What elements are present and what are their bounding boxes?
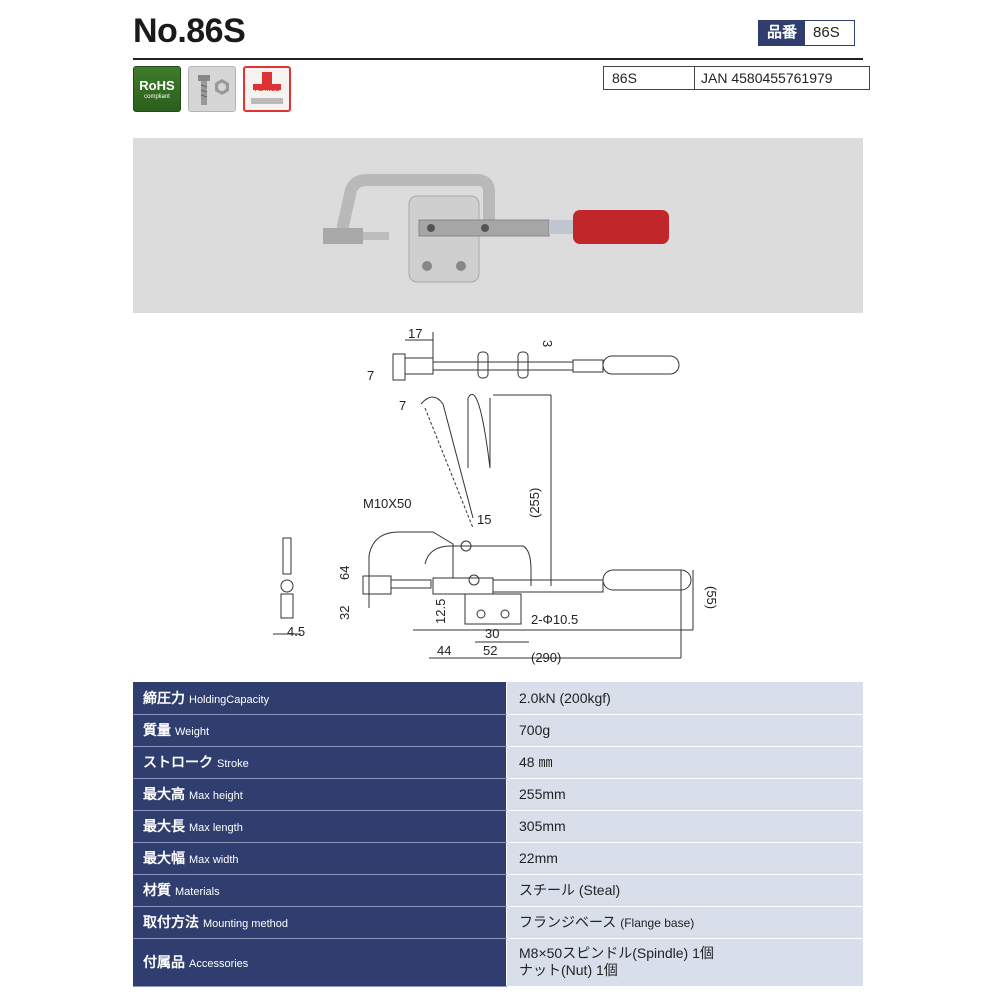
spec-value: 2.0kN (200kgf) bbox=[506, 682, 863, 715]
spec-row-holding-capacity: 締圧力 HoldingCapacity 2.0kN (200kgf) bbox=[133, 682, 863, 715]
spec-key-en: Max length bbox=[189, 822, 243, 834]
spec-key-ja: ストローク bbox=[143, 754, 213, 770]
dim-290: (290) bbox=[531, 650, 561, 665]
dim-64: 64 bbox=[337, 566, 352, 580]
spec-key-ja: 最大高 bbox=[143, 786, 185, 802]
spec-key-ja: 最大幅 bbox=[143, 850, 185, 866]
dim-7-top: 7 bbox=[367, 368, 374, 383]
spec-row-accessories: 付属品 Accessories M8×50スピンドル(Spindle) 1個ナット… bbox=[133, 938, 863, 987]
spec-key-en: Materials bbox=[175, 886, 220, 898]
spec-value-ja: フランジベース bbox=[519, 914, 617, 930]
dim-44: 44 bbox=[437, 643, 451, 658]
spec-value: M8×50スピンドル(Spindle) 1個ナット(Nut) 1個 bbox=[506, 938, 863, 987]
spec-key: 最大高 Max height bbox=[133, 778, 507, 811]
spec-key-ja: 締圧力 bbox=[143, 689, 185, 706]
spec-row-max-height: 最大高 Max height 255mm bbox=[133, 778, 863, 811]
jan-code-table: 86S JAN 4580455761979 bbox=[603, 66, 870, 90]
dim-255: (255) bbox=[527, 488, 542, 518]
dim-32: 32 bbox=[337, 606, 352, 620]
spec-key-en: Mounting method bbox=[203, 918, 288, 930]
spec-key-ja: 質量 bbox=[143, 722, 171, 738]
dim-30: 30 bbox=[485, 626, 499, 641]
part-number-label: 品番 bbox=[759, 21, 806, 45]
dim-17: 17 bbox=[408, 326, 422, 341]
flange-base-icon: FLANGE bbox=[243, 66, 291, 112]
technical-drawing: 17 3 7 7 (255) M10X50 15 64 32 4.5 12.5 … bbox=[133, 318, 863, 678]
spec-key: 最大幅 Max width bbox=[133, 842, 507, 875]
spec-value: 305mm bbox=[506, 810, 863, 843]
spec-key-ja: 材質 bbox=[143, 882, 171, 898]
clamp-photo-graphic bbox=[133, 138, 863, 313]
spec-value: フランジベース (Flange base) bbox=[506, 906, 863, 939]
flange-badge-text: FLANGE bbox=[254, 87, 280, 93]
dim-12-5: 12.5 bbox=[433, 599, 448, 624]
spec-value-en: (Flange base) bbox=[620, 916, 695, 930]
dim-m10x50: M10X50 bbox=[363, 496, 411, 511]
part-number-box: 品番 86S bbox=[758, 20, 855, 46]
rohs-badge-title: RoHS bbox=[139, 78, 175, 93]
spec-key-en: HoldingCapacity bbox=[189, 693, 270, 706]
spec-table: 締圧力 HoldingCapacity 2.0kN (200kgf) 質量 Weig… bbox=[133, 682, 863, 987]
spec-key-en: Accessories bbox=[189, 958, 249, 970]
spec-key: 最大長 Max length bbox=[133, 810, 507, 843]
spec-key-en: Stroke bbox=[217, 758, 249, 770]
spec-key: ストローク Stroke bbox=[133, 746, 507, 779]
dim-4-5: 4.5 bbox=[287, 624, 305, 639]
spec-key-ja: 最大長 bbox=[143, 818, 185, 834]
title-underline bbox=[133, 58, 863, 60]
spec-key: 締圧力 HoldingCapacity bbox=[133, 682, 507, 715]
part-number-value: 86S bbox=[805, 21, 854, 45]
rohs-badge-subtitle: compliant bbox=[144, 94, 170, 100]
flange-graphic bbox=[251, 72, 283, 104]
spec-key-en: Max width bbox=[189, 854, 239, 866]
spec-value: 700g bbox=[506, 714, 863, 747]
spec-key: 材質 Materials bbox=[133, 874, 507, 907]
accessory-line-1: M8×50スピンドル(Spindle) 1個 bbox=[519, 945, 714, 961]
spec-key: 質量 Weight bbox=[133, 714, 507, 747]
spec-row-max-width: 最大幅 Max width 22mm bbox=[133, 842, 863, 875]
spec-value: 48 ㎜ bbox=[506, 746, 863, 779]
spec-value: 255mm bbox=[506, 778, 863, 811]
spec-row-mounting-method: 取付方法 Mounting method フランジベース (Flange base… bbox=[133, 906, 863, 939]
dim-3: 3 bbox=[540, 340, 555, 347]
product-photo bbox=[133, 138, 863, 313]
spec-key-en: Weight bbox=[175, 726, 210, 738]
spec-value: スチール (Steal) bbox=[506, 874, 863, 907]
dimension-drawing-graphic: 17 3 7 7 (255) M10X50 15 64 32 4.5 12.5 … bbox=[273, 326, 719, 665]
dim-52: 52 bbox=[483, 643, 497, 658]
jan-code-cell: JAN 4580455761979 bbox=[701, 70, 833, 86]
spec-value: 22mm bbox=[506, 842, 863, 875]
dim-15: 15 bbox=[477, 512, 491, 527]
spec-row-weight: 質量 Weight 700g bbox=[133, 714, 863, 747]
spec-key-en: Max height bbox=[189, 790, 243, 802]
dim-phi-10-5: 2-Φ10.5 bbox=[531, 612, 578, 627]
spec-key: 付属品 Accessories bbox=[133, 938, 507, 987]
accessory-line-2: ナット(Nut) 1個 bbox=[519, 962, 618, 978]
jan-model-cell: 86S bbox=[604, 67, 695, 89]
rohs-badge: RoHS compliant bbox=[133, 66, 181, 112]
spec-row-max-length: 最大長 Max length 305mm bbox=[133, 810, 863, 843]
page-title: No.86S bbox=[133, 12, 246, 50]
spec-row-materials: 材質 Materials スチール (Steal) bbox=[133, 874, 863, 907]
spec-key-ja: 付属品 bbox=[143, 954, 185, 970]
dim-55: (55) bbox=[704, 586, 719, 609]
spec-row-stroke: ストローク Stroke 48 ㎜ bbox=[133, 746, 863, 779]
bolt-nut-icon bbox=[188, 66, 236, 112]
spec-key-ja: 取付方法 bbox=[143, 914, 199, 930]
dim-7-bottom: 7 bbox=[399, 398, 406, 413]
bolt-nut-graphic bbox=[198, 75, 229, 105]
spec-key: 取付方法 Mounting method bbox=[133, 906, 507, 939]
